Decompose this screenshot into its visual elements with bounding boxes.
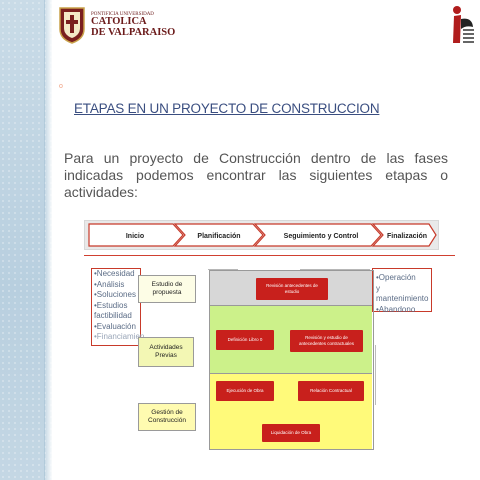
university-name-line2: DE VALPARAISO xyxy=(91,26,176,38)
button-label-line: estudio xyxy=(284,289,300,294)
button-label-line: Revisión y estudio de xyxy=(305,335,348,340)
phase-arrow-finalizacion xyxy=(371,223,437,247)
bullet-mark: o xyxy=(59,83,63,90)
definicion-libro-button: Definición Libro 0 xyxy=(216,330,274,350)
list-item: mantenimiento xyxy=(376,294,429,303)
engineering-school-logo-icon xyxy=(453,6,474,43)
list-item: •Abandono xyxy=(376,304,416,314)
slide-paragraph: Para un proyecto de Construcción dentro … xyxy=(64,150,448,200)
right-list-box xyxy=(372,268,432,312)
list-item: •Evaluación xyxy=(94,321,136,331)
actividades-previas-box: Actividades Previas xyxy=(138,337,194,367)
box-label-line: Gestión de xyxy=(151,409,183,416)
box-label-line: Estudio de xyxy=(151,281,183,288)
list-item: •Financiamien xyxy=(94,332,145,341)
left-activity-list: •Necesidad •Análisis •Soluciones •Estudi… xyxy=(94,269,144,343)
ejecucion-obra-button: Ejecución de Obra xyxy=(216,381,274,401)
decorative-sidebar xyxy=(0,0,52,480)
phase-label-inicio: Inicio xyxy=(126,233,144,240)
list-item: y xyxy=(376,283,380,293)
activities-column xyxy=(209,270,374,450)
university-small-text: PONTIFICIA UNIVERSIDAD xyxy=(91,12,154,17)
list-item: •Análisis xyxy=(94,279,125,289)
phase-arrow-inicio xyxy=(88,223,184,247)
phases-bar: Inicio Planificación Seguimiento y Contr… xyxy=(84,220,439,250)
relacion-contractual-button: Relación Contractual xyxy=(298,381,364,401)
button-label-line: Revisión antecedentes de xyxy=(266,283,318,288)
button-label-line: antecedentes contractuales xyxy=(298,341,355,346)
slide-title: ETAPAS EN UN PROYECTO DE CONSTRUCCION xyxy=(74,101,380,116)
box-label-line: Construcción xyxy=(148,417,186,424)
right-activity-list: •Operación y mantenimiento •Abandono xyxy=(376,273,428,315)
phase-label-planificacion: Planificación xyxy=(197,233,240,240)
connector-line-left xyxy=(208,269,238,270)
box-label: Actividades Previas xyxy=(149,344,183,359)
list-item: •Estudios xyxy=(94,300,128,310)
button-label: Relación Contractual xyxy=(310,388,352,393)
box-label-line: propuesta xyxy=(152,289,182,296)
button-label: Liquidación de Obra xyxy=(270,430,312,435)
list-item: •Soluciones xyxy=(94,290,136,299)
phase-arrow-planificacion xyxy=(173,223,264,247)
list-item: factibilidad xyxy=(94,311,132,320)
university-seal-icon xyxy=(59,7,85,44)
button-label: Definición Libro 0 xyxy=(227,337,263,342)
side-bracket xyxy=(372,345,376,405)
list-item: •Operación xyxy=(376,273,416,282)
phase-arrow-seguimiento xyxy=(253,223,382,247)
university-logo: PONTIFICIA UNIVERSIDAD CATOLICA DE VALPA… xyxy=(57,5,175,45)
connector-line-right xyxy=(300,269,370,270)
university-name-line1: CATOLICA xyxy=(91,16,147,27)
button-label: Ejecución de Obra xyxy=(226,388,264,393)
sidebar-curve xyxy=(44,0,61,480)
phase-label-finalizacion: Finalización xyxy=(387,233,427,240)
separator-line xyxy=(84,255,455,256)
left-list-box xyxy=(91,268,141,346)
liquidacion-obra-button: Liquidación de Obra xyxy=(262,424,320,442)
phase-label-seguimiento: Seguimiento y Control xyxy=(284,233,359,240)
list-item: •Necesidad xyxy=(94,269,135,278)
